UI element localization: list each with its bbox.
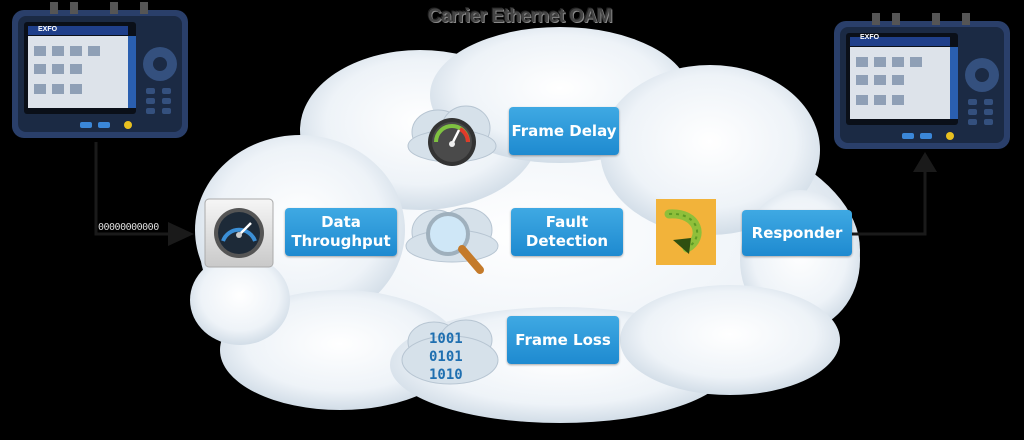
speedometer-cloud-icon: [407, 105, 497, 166]
arrow-head-right-icon: [913, 152, 937, 172]
right-test-device: [834, 13, 1010, 149]
left-device-brand: EXFO: [38, 26, 58, 33]
return-arrow-icon: [656, 199, 716, 265]
speedometer-icon: [204, 198, 274, 268]
arrow-head-left-icon: [168, 222, 194, 246]
left-test-device: [12, 2, 188, 138]
binary-line-2: 0101: [429, 349, 463, 365]
right-device-brand: EXFO: [860, 34, 880, 41]
frame-loss-label: Frame Loss: [507, 316, 619, 364]
diagram-title: Carrier Ethernet OAM: [427, 6, 613, 27]
frame-delay-label: Frame Delay: [509, 107, 619, 155]
data-throughput-label: Data Throughput: [285, 208, 397, 256]
responder-label: Responder: [742, 210, 852, 256]
fault-detection-label: Fault Detection: [511, 208, 623, 256]
binary-line-1: 1001: [429, 331, 463, 347]
binary-line-3: 1010: [429, 367, 463, 383]
magnifier-cloud-icon: [405, 207, 499, 274]
binary-cloud-icon: [401, 319, 499, 385]
bitstream-label: 00000000000: [98, 222, 159, 233]
